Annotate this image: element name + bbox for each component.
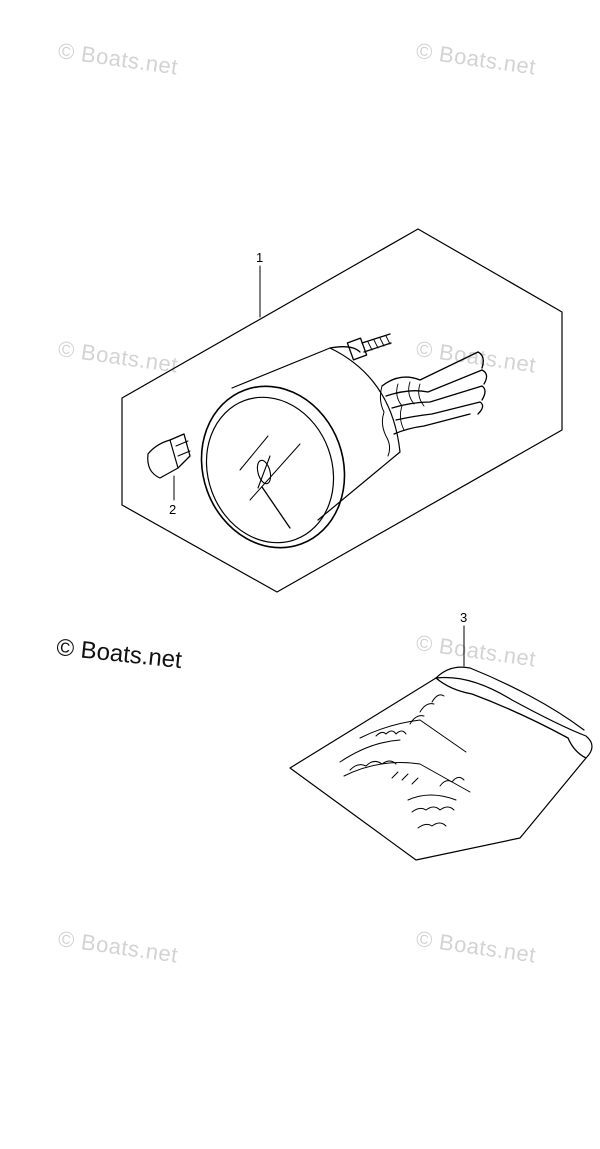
bulb-part [147,433,191,479]
gauge-meter [200,333,488,549]
callout-1-label: 1 [256,250,263,265]
callout-2-label: 2 [169,502,176,517]
parts-bag [289,666,593,861]
callout-3-label: 3 [460,610,467,625]
assembly-frame [121,228,563,593]
